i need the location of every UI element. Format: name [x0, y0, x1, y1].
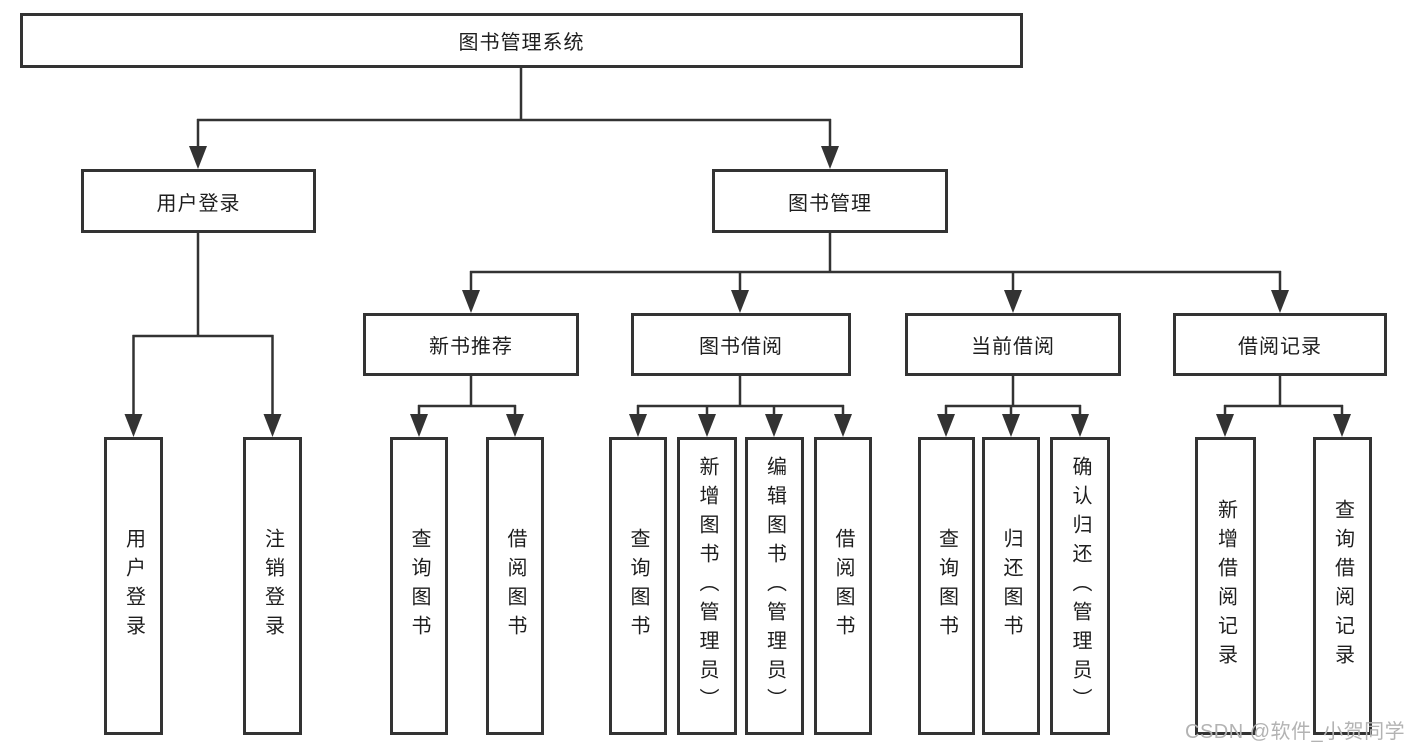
- leaf-query-books-borrowing: 查询图书: [609, 437, 667, 735]
- node-current-borrowing: 当前借阅: [905, 313, 1121, 376]
- leaf-borrow-books-borrowing: 借阅图书: [814, 437, 872, 735]
- leaf-query-books-current: 查询图书: [918, 437, 975, 735]
- leaf-edit-books-admin: 编辑图书（管理员）: [745, 437, 804, 735]
- leaf-user-login: 用户登录: [104, 437, 163, 735]
- arrowheads: [124, 146, 1351, 437]
- node-user-login: 用户登录: [81, 169, 316, 233]
- leaf-query-borrow-record: 查询借阅记录: [1313, 437, 1372, 735]
- node-new-book-recommendation: 新书推荐: [363, 313, 579, 376]
- csdn-watermark: CSDN @软件_小贺同学: [1185, 721, 1405, 743]
- leaf-logout-login: 注销登录: [243, 437, 302, 735]
- node-book-borrowing: 图书借阅: [631, 313, 851, 376]
- node-borrowing-records: 借阅记录: [1173, 313, 1387, 376]
- leaf-confirm-return-admin: 确认归还（管理员）: [1050, 437, 1110, 735]
- leaf-borrow-books-recommend: 借阅图书: [486, 437, 544, 735]
- leaf-query-books-recommend: 查询图书: [390, 437, 448, 735]
- leaf-add-borrow-record: 新增借阅记录: [1195, 437, 1256, 735]
- node-library-management-system: 图书管理系统: [20, 13, 1023, 68]
- leaf-add-books-admin: 新增图书（管理员）: [677, 437, 737, 735]
- node-book-management: 图书管理: [712, 169, 948, 233]
- leaf-return-books: 归还图书: [982, 437, 1040, 735]
